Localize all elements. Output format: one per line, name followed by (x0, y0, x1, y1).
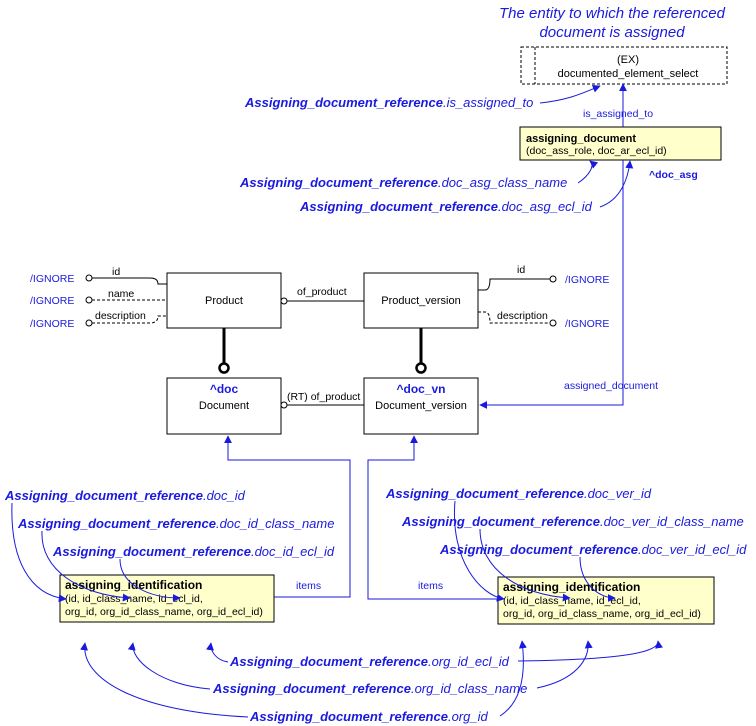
product-label: Product (205, 295, 243, 307)
svg-text:Assigning_document_reference.d: Assigning_document_reference.doc_ver_id (385, 486, 652, 501)
rt-of-product-label: (RT) of_product (287, 391, 360, 403)
assigning-document-box: assigning_document (doc_ass_role, doc_ar… (519, 126, 722, 161)
aid-right-line2: org_id, org_id_class_name, org_id_ecl_id… (503, 608, 701, 620)
ref-doc-ver-id: Assigning_document_reference.doc_ver_id (385, 486, 652, 602)
ref-org-id-ecl-id: Assigning_document_reference.org_id_ecl_… (206, 640, 663, 669)
of-product-label: of_product (297, 286, 347, 298)
document-entity: ^doc Document (166, 377, 282, 435)
document-version-label: Document_version (375, 400, 467, 412)
aid-right-title: assigning_identification (503, 580, 640, 594)
ignore-r2: /IGNORE (565, 318, 609, 330)
ex-entity-name: documented_element_select (558, 68, 699, 80)
items-left-arrow (224, 435, 351, 598)
product-version-entity: Product_version (363, 272, 479, 329)
aid-left-line2: org_id, org_id_class_name, org_id_ecl_id… (65, 606, 263, 618)
ref-doc-id-ecl-id: Assigning_document_reference.doc_id_ecl_… (52, 544, 335, 602)
svg-text:Assigning_document_reference.d: Assigning_document_reference.doc_asg_ecl… (299, 199, 593, 214)
svg-text:Assigning_document_reference.o: Assigning_document_reference.org_id (249, 709, 488, 724)
documented-element-select-box: (EX) documented_element_select (520, 46, 728, 85)
svg-text:Assigning_document_reference.d: Assigning_document_reference.doc_ver_id_… (439, 542, 747, 557)
ref-doc-asg-class-name: Assigning_document_reference.doc_asg_cla… (239, 160, 599, 190)
ref-doc-ver-id-ecl-id: Assigning_document_reference.doc_ver_id_… (439, 542, 747, 602)
ref-doc-asg-ecl-id: Assigning_document_reference.doc_asg_ecl… (299, 160, 634, 214)
product-version-description-label: description (497, 310, 548, 322)
ref-org-id-class-name: Assigning_document_reference.org_id_clas… (127, 640, 593, 696)
document-tag: ^doc (210, 382, 239, 396)
product-description-label: description (95, 310, 146, 322)
aid-right-line1: (id, id_class_name, id_ecl_id, (503, 595, 641, 607)
ref-doc-id-class-name: Assigning_document_reference.doc_id_clas… (17, 516, 334, 602)
assigning-identification-right-box: assigning_identification (id, id_class_n… (497, 576, 715, 625)
ex-label: (EX) (617, 54, 639, 66)
items-right-label: items (418, 580, 443, 592)
svg-text:Assigning_document_reference.o: Assigning_document_reference.org_id_clas… (212, 681, 527, 696)
document-label: Document (199, 400, 249, 412)
svg-text:Assigning_document_reference.d: Assigning_document_reference.doc_asg_cla… (239, 175, 567, 190)
ignore-l1: /IGNORE (30, 273, 74, 285)
ignore-r1: /IGNORE (565, 274, 609, 286)
assigning-document-title: assigning_document (526, 133, 636, 145)
ignore-l3: /IGNORE (30, 318, 74, 330)
product-version-id-label: id (517, 264, 525, 276)
svg-text:Assigning_document_reference.i: Assigning_document_reference.is_assigned… (244, 95, 533, 110)
product-name-label: name (108, 288, 134, 300)
ref-doc-id: Assigning_document_reference.doc_id (4, 488, 246, 603)
aid-left-line1: (id, id_class_name, id_ecl_id, (65, 593, 203, 605)
title-line-1: The entity to which the referenced (499, 5, 726, 22)
doc-asg-tag: ^doc_asg (649, 169, 698, 181)
title-line-2: document is assigned (539, 24, 685, 41)
ref-is-assigned-to: Assigning_document_reference.is_assigned… (244, 84, 601, 110)
product-entity: Product (166, 272, 282, 329)
svg-text:Assigning_document_reference.d: Assigning_document_reference.doc_id_clas… (17, 516, 334, 531)
is-assigned-to-label: is_assigned_to (583, 108, 653, 120)
product-attributes: id /IGNORE name /IGNORE description /IGN… (30, 266, 167, 330)
ref-doc-ver-id-class-name: Assigning_document_reference.doc_ver_id_… (401, 514, 744, 602)
assigning-document-attrs: (doc_ass_role, doc_ar_ecl_id) (526, 145, 667, 157)
items-right-arrow (367, 435, 498, 600)
svg-text:Assigning_document_reference.d: Assigning_document_reference.doc_id (4, 488, 246, 503)
product-version-attributes: id /IGNORE description /IGNORE (478, 264, 609, 330)
assigned-document-label: assigned_document (564, 380, 658, 392)
product-version-label: Product_version (381, 295, 461, 307)
ignore-l2: /IGNORE (30, 295, 74, 307)
product-id-label: id (112, 266, 120, 278)
assigning-identification-left-box: assigning_identification (id, id_class_n… (59, 574, 275, 623)
svg-text:Assigning_document_reference.o: Assigning_document_reference.org_id_ecl_… (229, 654, 510, 669)
svg-text:Assigning_document_reference.d: Assigning_document_reference.doc_id_ecl_… (52, 544, 335, 559)
items-left-label: items (296, 580, 321, 592)
svg-text:Assigning_document_reference.d: Assigning_document_reference.doc_ver_id_… (401, 514, 744, 529)
ref-org-id: Assigning_document_reference.org_id (80, 640, 527, 724)
document-version-entity: ^doc_vn Document_version (363, 377, 479, 435)
assigned-document-arrow (479, 160, 624, 409)
document-version-tag: ^doc_vn (396, 382, 445, 396)
